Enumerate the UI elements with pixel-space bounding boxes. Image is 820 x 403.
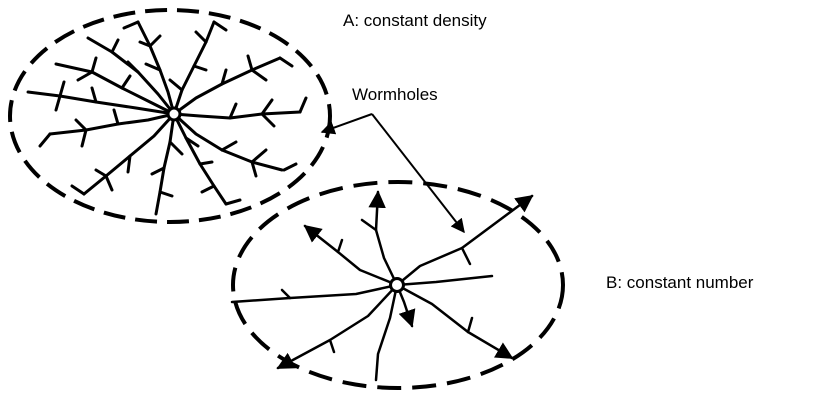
disk-b: [232, 182, 563, 388]
label-constant-number: B: constant number: [606, 274, 753, 291]
disk-a-wellbore: [168, 108, 180, 120]
disk-a: [10, 10, 330, 222]
disk-b-wormholes: [232, 192, 532, 380]
pointer-to-disk-b: [372, 114, 464, 232]
disk-b-wellbore: [391, 279, 404, 292]
disk-a-wormholes: [28, 22, 306, 214]
label-constant-density: A: constant density: [343, 12, 487, 29]
label-wormholes: Wormholes: [352, 86, 438, 103]
wormholes-pointers: [322, 114, 464, 232]
